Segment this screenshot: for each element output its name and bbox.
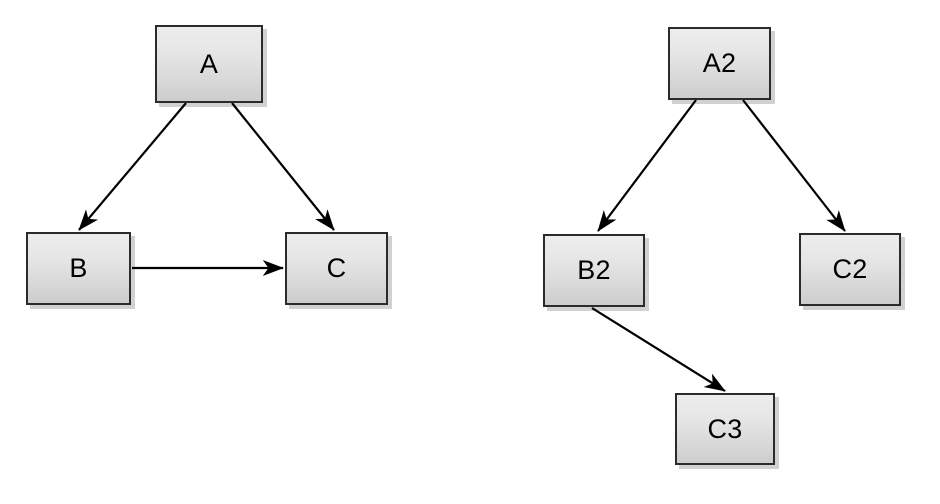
node-b2[interactable]: B2 [543,234,645,307]
node-c3[interactable]: C3 [675,393,775,465]
node-label-c3: C3 [707,413,743,444]
edge-a2-to-c2 [742,99,846,232]
node-label-a2: A2 [702,48,737,78]
edge-a2-to-b2 [597,99,697,232]
node-b[interactable]: B [26,232,131,305]
node-a2[interactable]: A2 [668,27,771,100]
node-c2[interactable]: C2 [799,233,901,306]
node-label-c: C [326,253,347,283]
node-label-b: B [69,253,88,283]
node-label-b2: B2 [577,255,611,285]
edge-b2-to-c3 [591,307,726,392]
node-c[interactable]: C [285,232,388,305]
edge-a-to-b [78,102,187,231]
edge-a-to-c [231,102,335,231]
edges-group [78,99,846,392]
node-label-a: A [199,48,219,79]
node-label-c2: C2 [832,254,868,284]
node-a[interactable]: A [155,25,263,103]
